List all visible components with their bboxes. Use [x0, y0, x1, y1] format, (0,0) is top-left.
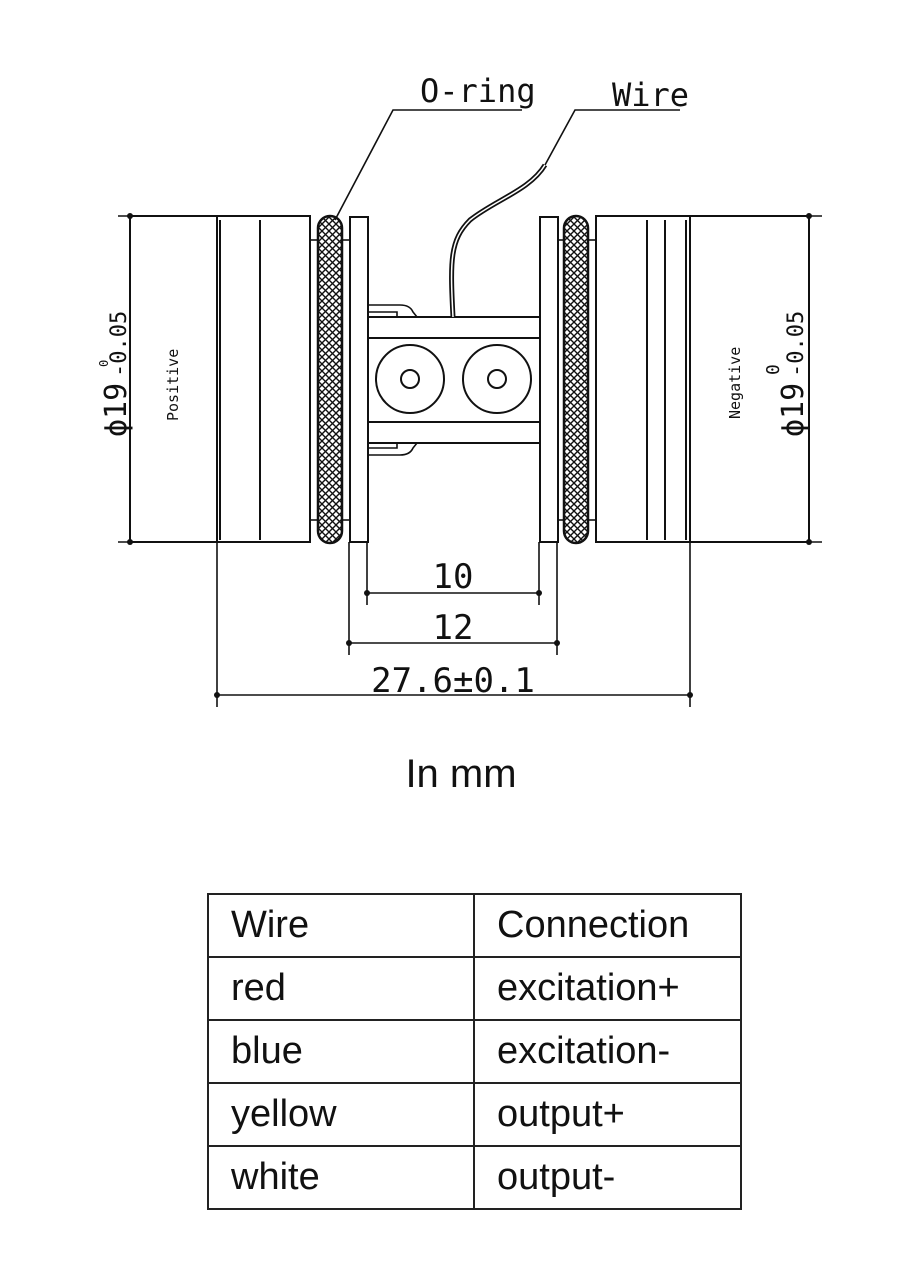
left-diameter-tol-upper: 0 — [97, 360, 111, 367]
negative-end-block: Negative — [588, 215, 810, 543]
right-diameter-tol-lower: -0.05 — [784, 311, 809, 377]
middle-width-dimension: 12 — [346, 542, 560, 655]
middle-width-value: 12 — [433, 608, 474, 648]
connection-cell: output- — [473, 1145, 742, 1210]
negative-label: Negative — [726, 347, 744, 419]
right-diameter-value: ϕ19 — [776, 383, 811, 437]
wire-callout: Wire — [544, 76, 689, 166]
positive-end-block: Positive — [129, 215, 318, 543]
right-diameter-dimension: ϕ19 0 -0.05 — [690, 213, 822, 545]
wire-color-cell: white — [207, 1145, 475, 1210]
table-row: yellow output+ — [207, 1082, 742, 1147]
technical-drawing: ϕ19 0 -0.05 Positive — [97, 72, 822, 707]
right-o-ring — [562, 214, 590, 545]
wiring-table: Wire Connection red excitation+ blue exc… — [207, 893, 742, 1210]
right-diameter-tol-upper: 0 — [763, 364, 784, 375]
header-connection: Connection — [473, 893, 742, 958]
wire-color-cell: yellow — [207, 1082, 475, 1147]
table-row: blue excitation- — [207, 1019, 742, 1084]
table-row: red excitation+ — [207, 956, 742, 1021]
left-diameter-dimension: ϕ19 0 -0.05 — [97, 213, 310, 545]
wire-cable — [449, 163, 548, 318]
table-row: white output- — [207, 1145, 742, 1210]
inner-width-value: 10 — [433, 557, 474, 597]
mounting-holes — [375, 344, 532, 414]
o-ring-callout-label: O-ring — [420, 72, 536, 110]
left-diameter-value: ϕ19 — [99, 383, 134, 437]
overall-length-value: 27.6±0.1 — [371, 661, 535, 701]
inner-width-dimension: 10 — [364, 542, 542, 605]
connection-cell: excitation+ — [473, 956, 742, 1021]
table-header-row: Wire Connection — [207, 893, 742, 958]
positive-label: Positive — [164, 349, 182, 421]
wire-color-cell: blue — [207, 1019, 475, 1084]
wire-color-cell: red — [207, 956, 475, 1021]
left-diameter-tol-lower: -0.05 — [107, 311, 132, 377]
left-o-ring — [316, 214, 344, 545]
units-label: In mm — [405, 752, 517, 796]
overall-length-dimension: 27.6±0.1 — [214, 542, 693, 707]
wire-callout-label: Wire — [612, 76, 689, 114]
connection-cell: excitation- — [473, 1019, 742, 1084]
header-wire: Wire — [207, 893, 475, 958]
connection-cell: output+ — [473, 1082, 742, 1147]
sensor-body — [342, 216, 566, 543]
o-ring-callout: O-ring — [334, 72, 536, 221]
